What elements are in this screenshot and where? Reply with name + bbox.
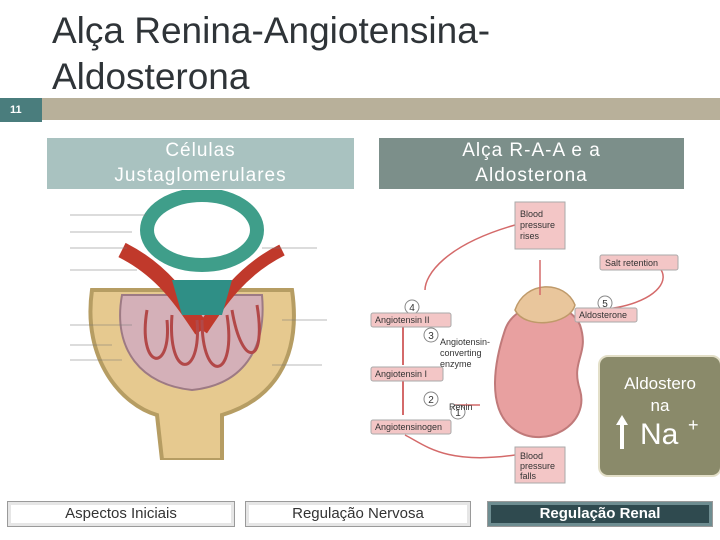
angiotensin-i-label: Angiotensin I — [375, 369, 427, 379]
nav-regulacao-nervosa-button[interactable]: Regulação Nervosa — [245, 501, 471, 527]
sodium-ion: Na — [640, 418, 679, 451]
aldosterone-label: Aldosterone — [579, 310, 627, 320]
raa-loop-diagram: 4 3 2 1 5 Blood pressure rises Salt rete… — [370, 201, 679, 484]
arrow-up-icon — [616, 415, 628, 449]
jg-cells-heading: Células Justaglomerulares — [47, 138, 354, 189]
raa-heading-line1: Alça R-A-A e a — [462, 140, 601, 161]
ace-line1: Angiotensin- — [440, 337, 490, 347]
bp-rises-line2: pressure — [520, 220, 555, 230]
nav-regulacao-renal-button[interactable]: Regulação Renal — [487, 501, 713, 527]
slide-title: Alça Renina-Angiotensina- Aldosterona — [52, 10, 491, 97]
bp-falls-line2: pressure — [520, 461, 555, 471]
raa-heading-line2: Aldosterona — [475, 165, 588, 186]
sodium-charge: + — [688, 415, 699, 435]
slide-number-band — [0, 98, 42, 122]
bp-falls-line3: falls — [520, 471, 537, 481]
angiotensin-ii-label: Angiotensin II — [375, 315, 430, 325]
step-4: 4 — [409, 303, 415, 314]
slide-number: 11 — [10, 104, 22, 116]
raa-heading: Alça R-A-A e a Aldosterona — [379, 138, 684, 189]
title-rule — [42, 98, 720, 120]
step-3: 3 — [428, 331, 434, 342]
ace-line2: converting — [440, 348, 482, 358]
bp-rises-line3: rises — [520, 231, 540, 241]
aldosterone-callout: Aldostero na Na + — [598, 355, 720, 477]
step-2: 2 — [428, 395, 434, 406]
angiotensinogen-label: Angiotensinogen — [375, 422, 442, 432]
juxtaglomerular-illustration — [70, 190, 327, 460]
step-1: 1 — [455, 408, 461, 419]
bp-rises-line1: Blood — [520, 209, 543, 219]
nav-aspectos-iniciais-button[interactable]: Aspectos Iniciais — [7, 501, 235, 527]
renin-label: Renin — [449, 402, 473, 412]
callout-text-line2: na — [650, 396, 670, 415]
step-5: 5 — [602, 299, 608, 310]
salt-retention-label: Salt retention — [605, 258, 658, 268]
jg-cells-line2: Justaglomerulares — [114, 165, 287, 186]
bp-falls-line1: Blood — [520, 451, 543, 461]
jg-cells-line1: Células — [165, 140, 236, 161]
callout-text-line1: Aldostero — [624, 374, 696, 393]
ace-line3: enzyme — [440, 359, 472, 369]
